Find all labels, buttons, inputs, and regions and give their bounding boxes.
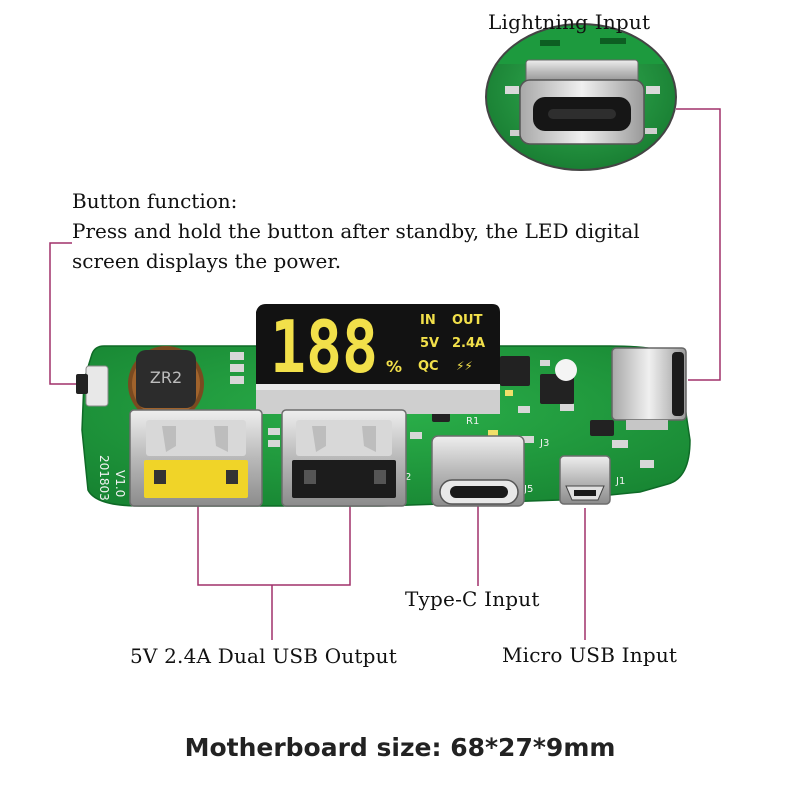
callout-lines [49, 108, 721, 640]
usb-a-port-qc[interactable] [129, 409, 263, 507]
led-display: 188 % IN OUT 5V 2.4A QC ⚡⚡ [256, 304, 500, 414]
silk-j1: J1 [615, 476, 625, 487]
micro-usb-input-label: Micro USB Input [502, 643, 678, 667]
lightning-port-board[interactable] [611, 347, 687, 430]
lightning-port [519, 59, 645, 145]
label-qc: QC [418, 359, 439, 374]
inductor-label: ZR2 [150, 368, 182, 387]
silk-r1: R1 [466, 416, 479, 427]
lightning-lens [485, 23, 677, 171]
button-function-line-1: Press and hold the button after standby,… [72, 219, 640, 243]
battery-level-digits: 188 [270, 305, 378, 389]
usb-a-port-standard[interactable] [281, 409, 407, 507]
button-callout-line [49, 242, 78, 385]
label-in: IN [420, 313, 436, 328]
lightning-callout-line [676, 108, 721, 381]
label-out: OUT [452, 313, 483, 328]
button-function-title: Button function: [72, 189, 238, 213]
percent-sign: % [386, 357, 402, 376]
side-button[interactable] [76, 365, 109, 407]
button-function-line-2: screen displays the power. [72, 249, 342, 273]
label-5v: 5V [420, 336, 439, 351]
type-c-input-label: Type-C Input [405, 587, 540, 611]
board-size-caption: Motherboard size: 68*27*9mm [184, 733, 616, 762]
type-c-port[interactable] [431, 435, 525, 507]
silk-code: 201803 [97, 455, 111, 501]
label-2-4a: 2.4A [452, 336, 485, 351]
status-led [555, 359, 577, 381]
silk-j5: J5 [523, 484, 533, 495]
micro-usb-port[interactable] [559, 455, 611, 505]
inductor: ZR2 [128, 346, 204, 422]
dual-usb-output-label: 5V 2.4A Dual USB Output [130, 644, 397, 668]
lightning-input-label: Lightning Input [488, 10, 651, 34]
usb-output-callout-line [197, 505, 351, 586]
button-function-description: Button function: Press and hold the butt… [72, 186, 712, 276]
silk-j3: J3 [539, 438, 549, 449]
silk-ver: V1.0 [113, 470, 127, 497]
bolt-icon: ⚡⚡ [456, 359, 473, 373]
